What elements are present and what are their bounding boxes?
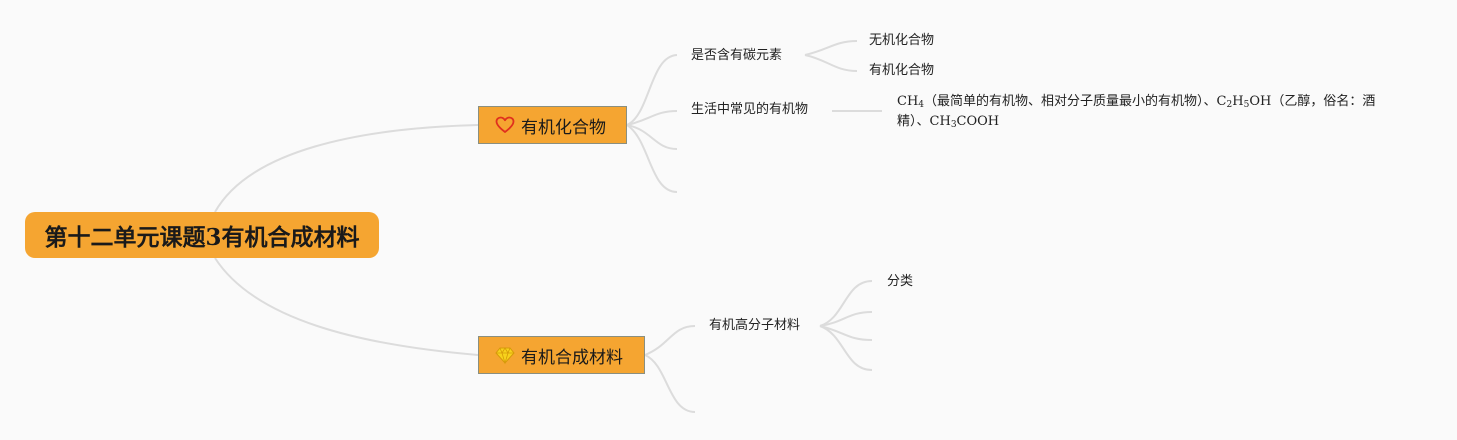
connector-sub3-leaf2 <box>819 311 873 327</box>
leaf-organic-compounds[interactable]: 有机化合物 <box>869 63 935 78</box>
topic-organic-synthetic-materials[interactable]: 有机合成材料 <box>478 336 645 374</box>
c2h5oh-note: （乙醇，俗名：酒精）、 <box>897 94 1376 129</box>
connector-root-topic1 <box>214 124 479 213</box>
subtopic-organic-polymer-materials[interactable]: 有机高分子材料 <box>709 318 801 333</box>
connector-sub3-leaf3 <box>819 325 873 341</box>
connector-topic2-sub2 <box>644 354 696 413</box>
formula-ch4: CH4 <box>897 94 925 110</box>
detail-common-organics[interactable]: CH4（最简单的有机物、相对分子质量最小的有机物）、C2H5OH（乙醇，俗名：酒… <box>897 92 1402 132</box>
connector-topic1-sub4 <box>626 124 678 193</box>
connector-topic1-sub1 <box>626 54 678 126</box>
connector-topic1-sub3 <box>626 124 678 150</box>
leaf-classification[interactable]: 分类 <box>887 274 914 289</box>
topic-organic-compounds[interactable]: 有机化合物 <box>478 106 627 144</box>
leaf-inorganic-compounds[interactable]: 无机化合物 <box>869 33 935 48</box>
root-topic[interactable]: 第十二单元课题3有机合成材料 <box>25 212 379 258</box>
connector-sub1-leaf1 <box>804 40 858 56</box>
ch4-note: （最简单的有机物、相对分子质量最小的有机物）、 <box>924 94 1217 109</box>
connector-sub3-leaf1 <box>819 280 873 327</box>
diamond-icon <box>495 345 515 365</box>
connector-root-topic2 <box>214 257 479 356</box>
heart-outline-icon <box>495 115 515 135</box>
subtopic-common-organics[interactable]: 生活中常见的有机物 <box>691 102 809 117</box>
root-topic-label: 第十二单元课题3有机合成材料 <box>44 224 360 251</box>
connector-topic1-sub2 <box>626 110 678 126</box>
topic-organic-synthetic-materials-label: 有机合成材料 <box>521 347 623 368</box>
connector-topic2-sub1 <box>644 325 696 356</box>
connector-sub1-leaf2 <box>804 54 858 72</box>
formula-ch3cooh: CH3COOH <box>929 114 1000 130</box>
topic-organic-compounds-label: 有机化合物 <box>521 117 606 138</box>
formula-c2h5oh: C2H5OH <box>1216 94 1272 110</box>
subtopic-contains-carbon[interactable]: 是否含有碳元素 <box>691 48 783 63</box>
connector-sub3-leaf4 <box>819 325 873 371</box>
